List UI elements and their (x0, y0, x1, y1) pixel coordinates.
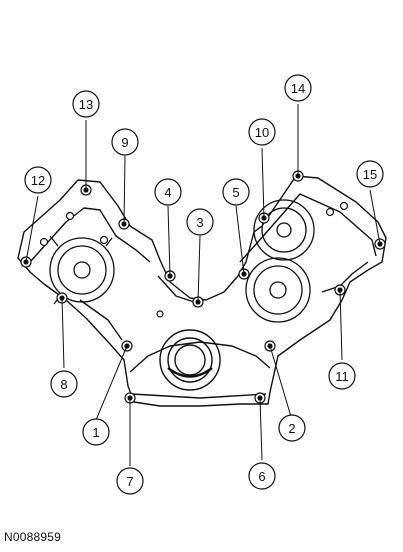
svg-text:10: 10 (255, 125, 269, 140)
callout-9: 9 (111, 128, 139, 156)
callout-6: 6 (248, 462, 276, 490)
svg-text:6: 6 (258, 469, 265, 484)
callout-13: 13 (72, 90, 100, 118)
bolt-set (20, 170, 386, 404)
callout-10: 10 (248, 118, 276, 146)
callout-14: 14 (284, 74, 312, 102)
callouts: 1 2 3 4 5 6 7 8 9 10 11 12 13 14 15 (24, 74, 384, 495)
stud (65, 211, 75, 221)
leader-lines (25, 104, 381, 466)
callout-8: 8 (50, 370, 78, 398)
svg-text:1: 1 (92, 425, 99, 440)
engine-front-cover (17, 175, 387, 407)
lower-idler-pulley (245, 257, 311, 323)
crankshaft-seal-bore (159, 329, 221, 391)
svg-text:12: 12 (31, 173, 45, 188)
stud (325, 207, 335, 217)
svg-text:4: 4 (164, 185, 171, 200)
stud (39, 237, 49, 247)
svg-text:11: 11 (335, 369, 349, 384)
callout-11: 11 (328, 362, 356, 390)
svg-text:13: 13 (79, 97, 93, 112)
upper-idler-pulley (253, 199, 315, 261)
callout-15: 15 (356, 160, 384, 188)
svg-text:5: 5 (232, 185, 239, 200)
callout-1: 1 (82, 418, 110, 446)
svg-text:14: 14 (291, 81, 305, 96)
svg-text:7: 7 (126, 474, 133, 489)
svg-text:15: 15 (363, 167, 377, 182)
stud (99, 235, 109, 245)
svg-text:8: 8 (60, 377, 67, 392)
svg-text:3: 3 (196, 215, 203, 230)
callout-4: 4 (154, 178, 182, 206)
callout-2: 2 (278, 414, 306, 442)
svg-text:9: 9 (121, 135, 128, 150)
svg-text:2: 2 (288, 421, 295, 436)
figure-id: N0088959 (4, 530, 61, 544)
callout-12: 12 (24, 166, 52, 194)
stud (339, 201, 349, 211)
stud (156, 310, 164, 318)
water-pump-pulley (49, 235, 115, 305)
callout-7: 7 (116, 467, 144, 495)
callout-3: 3 (186, 208, 214, 236)
callout-5: 5 (222, 178, 250, 206)
